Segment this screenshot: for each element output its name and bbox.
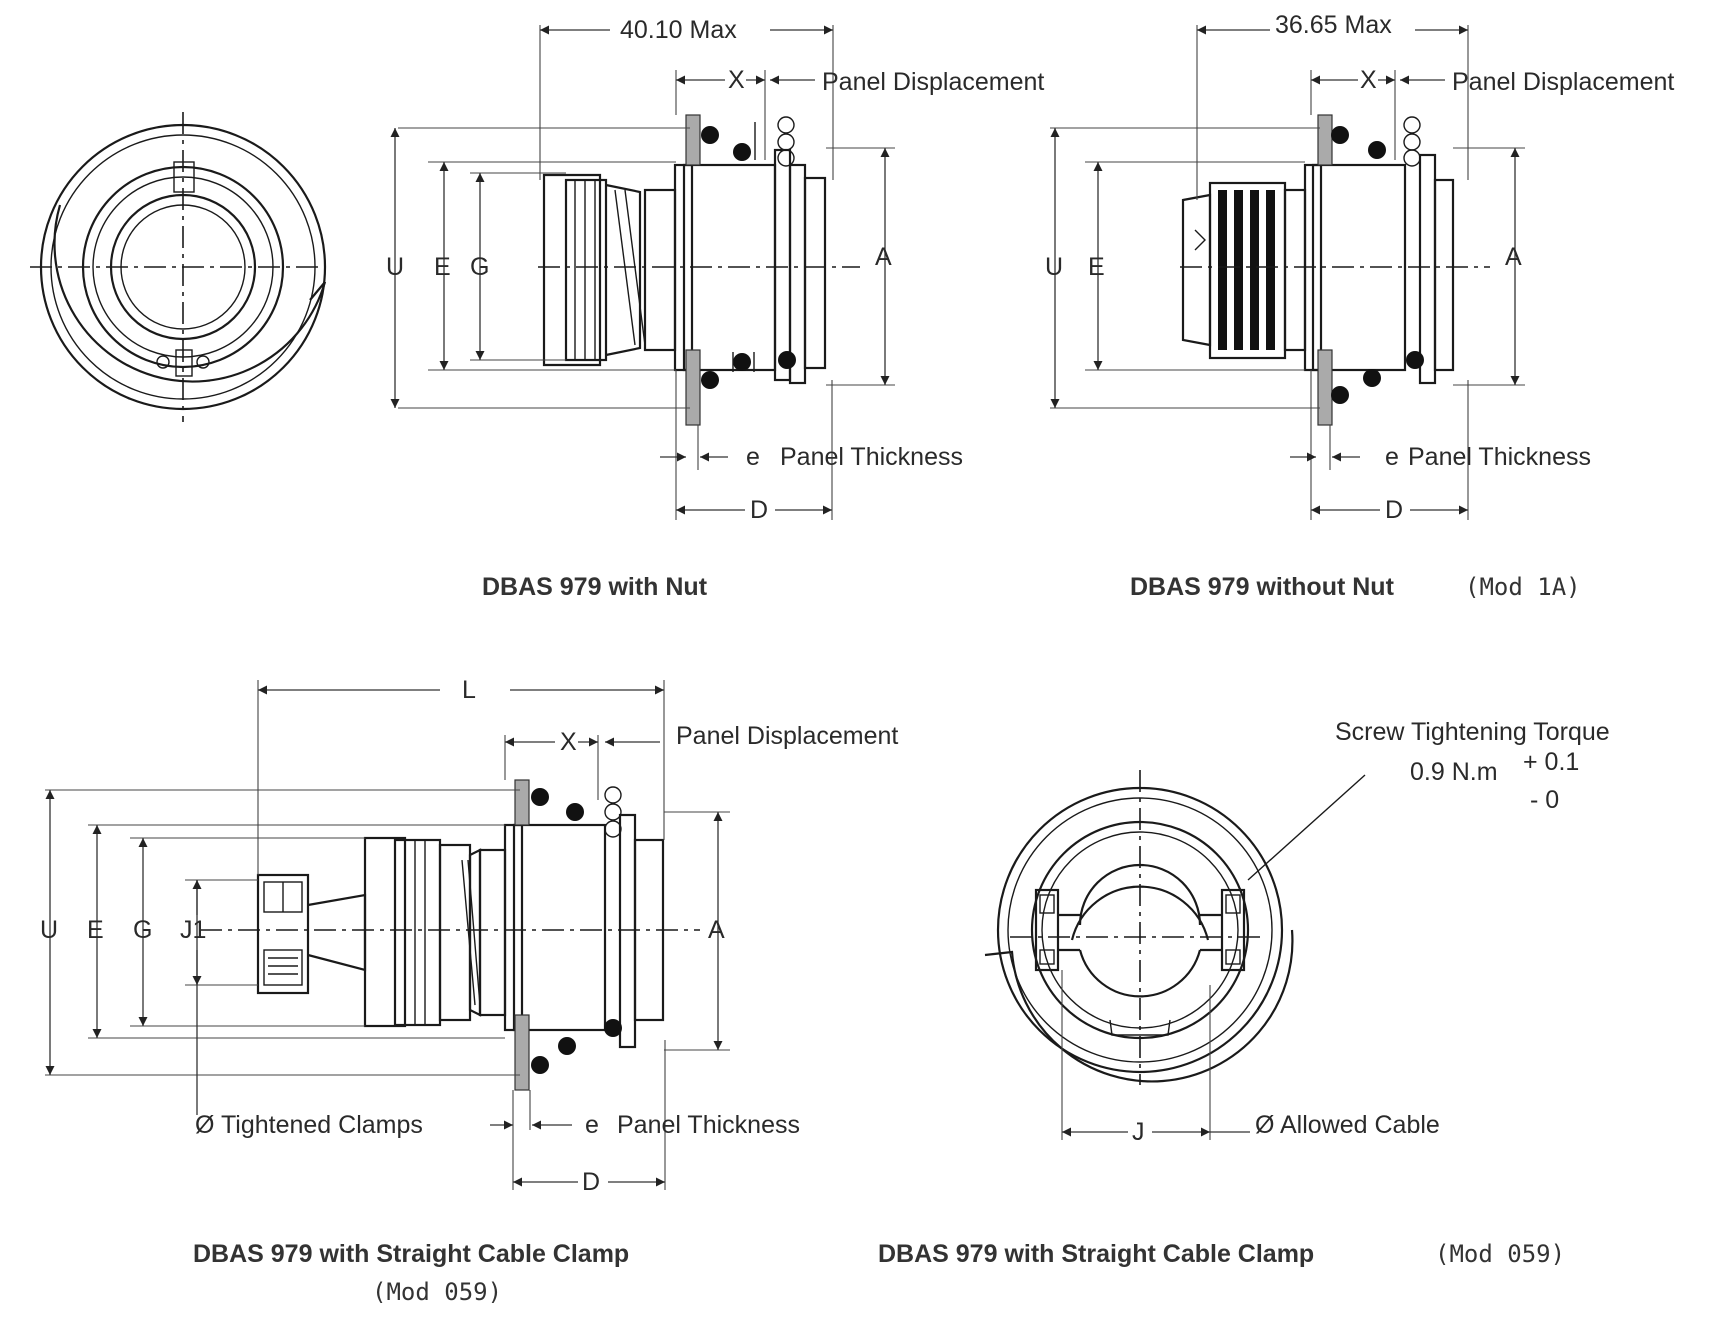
side-view-with-nut: 40.10 Max X Panel Displacement U E G A e… bbox=[386, 16, 1044, 601]
d-label: D bbox=[582, 1168, 600, 1196]
e-dim-label: E bbox=[434, 253, 451, 281]
mod-without-nut: (Mod 1A) bbox=[1465, 573, 1581, 601]
d-label: D bbox=[1385, 496, 1403, 524]
title-straight-clamp: DBAS 979 with Straight Cable Clamp bbox=[193, 1240, 629, 1268]
x-label: X bbox=[560, 728, 577, 756]
panel-displacement-label: Panel Displacement bbox=[1452, 68, 1674, 96]
panel-thickness-label: Panel Thickness bbox=[1408, 443, 1591, 471]
u-label: U bbox=[1045, 253, 1063, 281]
panel-thickness-label: Panel Thickness bbox=[780, 443, 963, 471]
e-thickness-label: e bbox=[1385, 443, 1399, 471]
a-label: A bbox=[708, 916, 725, 944]
u-label: U bbox=[386, 253, 404, 281]
d-label: D bbox=[750, 496, 768, 524]
x-label: X bbox=[728, 66, 745, 94]
title-with-nut: DBAS 979 with Nut bbox=[482, 573, 708, 601]
screw-torque-label: Screw Tightening Torque bbox=[1335, 718, 1610, 746]
overall-length-label: 40.10 Max bbox=[620, 16, 737, 44]
front-view-with-nut bbox=[30, 112, 327, 422]
title-clamp-front: DBAS 979 with Straight Cable Clamp bbox=[878, 1240, 1314, 1268]
tightened-clamps-label: Ø Tightened Clamps bbox=[195, 1111, 423, 1139]
u-label: U bbox=[40, 916, 58, 944]
e-thickness-label: e bbox=[746, 443, 760, 471]
tolerance-minus-label: - 0 bbox=[1530, 786, 1559, 814]
side-view-without-nut: 36.65 Max X Panel Displacement U E A e P… bbox=[1045, 11, 1674, 601]
e-thickness-label: e bbox=[585, 1111, 599, 1139]
panel-thickness-label: Panel Thickness bbox=[617, 1111, 800, 1139]
j-label: J bbox=[1132, 1118, 1145, 1146]
g-label: G bbox=[133, 916, 152, 944]
e-dim-label: E bbox=[1088, 253, 1105, 281]
torque-value-label: 0.9 N.m bbox=[1410, 758, 1498, 786]
side-view-straight-clamp: L X Panel Displacement U E G J1 A Ø Tigh… bbox=[40, 676, 898, 1306]
j1-label: J1 bbox=[180, 916, 206, 944]
thread-bands bbox=[1218, 190, 1275, 350]
mod-straight-clamp: (Mod 059) bbox=[372, 1278, 502, 1306]
l-label: L bbox=[462, 676, 476, 704]
front-view-straight-clamp: Screw Tightening Torque 0.9 N.m + 0.1 - … bbox=[878, 718, 1610, 1268]
panel-displacement-label: Panel Displacement bbox=[822, 68, 1044, 96]
g-label: G bbox=[470, 253, 489, 281]
a-label: A bbox=[875, 243, 892, 271]
tolerance-plus-label: + 0.1 bbox=[1523, 748, 1579, 776]
overall-length-label: 36.65 Max bbox=[1275, 11, 1392, 39]
title-without-nut: DBAS 979 without Nut bbox=[1130, 573, 1395, 601]
x-label: X bbox=[1360, 66, 1377, 94]
mod-clamp-front: (Mod 059) bbox=[1435, 1240, 1565, 1268]
a-label: A bbox=[1505, 243, 1522, 271]
panel-displacement-label: Panel Displacement bbox=[676, 722, 898, 750]
allowed-cable-label: Ø Allowed Cable bbox=[1255, 1111, 1440, 1139]
e-dim-label: E bbox=[87, 916, 104, 944]
